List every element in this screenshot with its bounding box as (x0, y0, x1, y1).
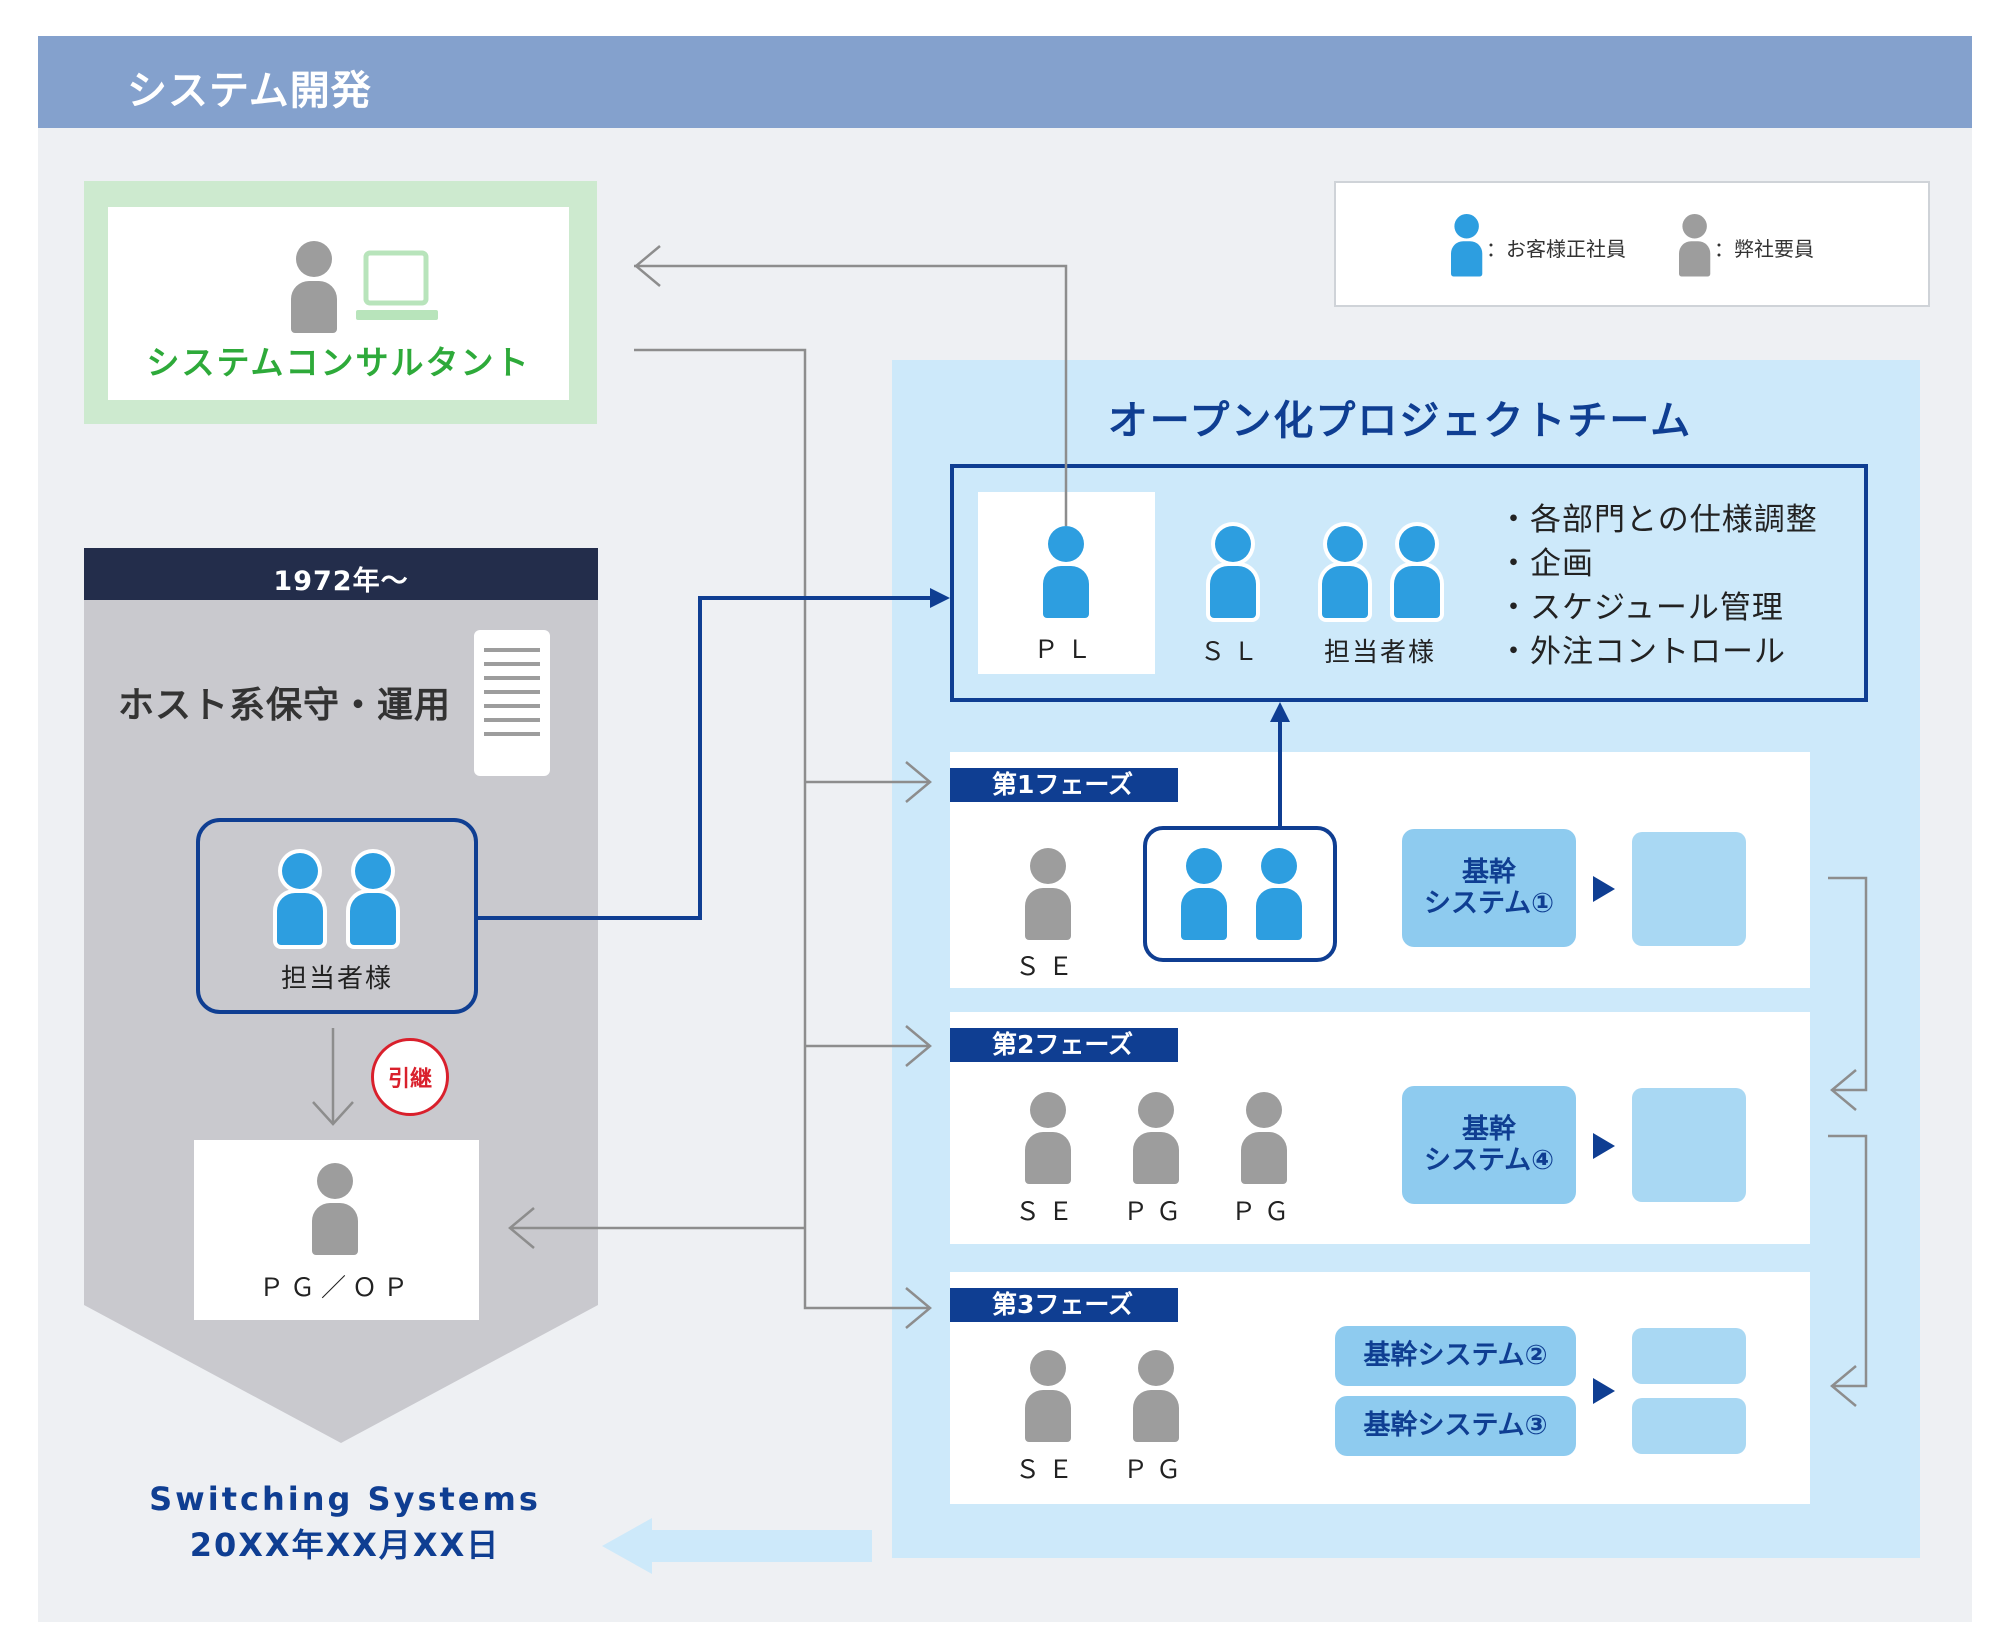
host-period-label: 1972年～ (273, 566, 409, 597)
phase-2-role-label: ＰＧ (1122, 1197, 1189, 1226)
footer-line-1: Switching Systems (149, 1480, 541, 1518)
host-staff-icon-1 (277, 853, 323, 945)
host-title: ホスト系保守・運用 (118, 685, 452, 726)
footer-line-2: 20XX年XX月XX日 (189, 1526, 501, 1564)
phase-2-output (1632, 1088, 1746, 1202)
legend-ours-icon (1679, 214, 1711, 277)
phase-1-se-icon (1025, 848, 1071, 940)
phase-2-pg-icon-2 (1241, 1092, 1287, 1184)
phase-1-system-label: 基幹 システム① (1423, 856, 1555, 919)
arrow-head-icon (1830, 1069, 1857, 1111)
team-task-item: ・企画 (1498, 546, 1594, 582)
team-task-item: ・外注コントロール (1498, 634, 1786, 670)
phase-2-arrow-icon (1593, 1133, 1615, 1159)
phase-2-role-label: ＰＧ (1230, 1197, 1297, 1226)
host-staff-box (196, 818, 478, 1014)
phase-3-output-1 (1632, 1328, 1746, 1384)
arrow-head-icon (312, 1101, 354, 1126)
sl-person-icon (1210, 526, 1256, 618)
legend-customer-icon (1451, 214, 1483, 277)
consultant-label: システムコンサルタント (146, 343, 531, 382)
arrow-head-icon (1270, 702, 1290, 722)
phase-3-system-label: 基幹システム② (1363, 1340, 1548, 1372)
phase-3-role-label: ＰＧ (1122, 1455, 1189, 1484)
arrow-head-icon (634, 245, 661, 287)
host-staff-label: 担当者様 (280, 964, 393, 994)
timeline-arrow-icon (602, 1518, 652, 1574)
phase-1-tag: 第1フェーズ (950, 768, 1178, 802)
phase-1-customer-icon-2 (1256, 848, 1302, 940)
consultant-card (108, 207, 569, 400)
consultant-to-phases-line (634, 348, 930, 1310)
host-to-team-line (478, 596, 930, 920)
phase-1-customer-box (1143, 826, 1337, 962)
arrow-head-icon (1830, 1365, 1857, 1407)
team-task-item: ・スケジュール管理 (1498, 590, 1784, 626)
phase-1-role-label: ＳＥ (1014, 952, 1081, 981)
team-staff-icon-1 (1322, 526, 1368, 618)
document-icon (474, 630, 550, 776)
arrow-head-icon (930, 588, 950, 608)
phase-3-se-icon (1025, 1350, 1071, 1442)
host-staff-icon-2 (350, 853, 396, 945)
phase-2-role-label: ＳＥ (1014, 1197, 1081, 1226)
phase-3-arrow-icon (1593, 1378, 1615, 1404)
arrow-head-icon (508, 1207, 535, 1249)
pl-to-consultant-arrow-icon (634, 264, 1068, 526)
consultant-person-icon (291, 241, 337, 333)
team-title: オープン化プロジェクトチーム (1107, 398, 1693, 444)
pgop-person-icon (312, 1163, 358, 1255)
phase-3-role-label: ＳＥ (1014, 1455, 1081, 1484)
arrow-head-icon (905, 1287, 932, 1329)
phase-3-system-label: 基幹システム③ (1363, 1410, 1548, 1442)
pl-label: ＰＬ (1033, 635, 1100, 664)
handover-badge-label: 引継 (387, 1067, 432, 1092)
phase-2-system: 基幹 システム④ (1402, 1086, 1576, 1204)
pgop-label: ＰＧ／ＯＰ (258, 1273, 414, 1302)
laptop-icon (356, 250, 438, 320)
phase-2-se-icon (1025, 1092, 1071, 1184)
arrow-head-icon (905, 1025, 932, 1067)
pl-person-icon (1043, 526, 1089, 618)
phase-2-to-3-line (1828, 1134, 1868, 1388)
phase-2-system-label: 基幹 システム④ (1423, 1113, 1555, 1176)
phase-3-output-2 (1632, 1398, 1746, 1454)
timeline-arrow-shaft (650, 1530, 872, 1562)
header-bar (38, 36, 1972, 128)
phase-3-system-1: 基幹システム② (1335, 1326, 1576, 1386)
phase-2-pg-icon-1 (1133, 1092, 1179, 1184)
legend (1334, 181, 1930, 307)
team-staff-label: 担当者様 (1323, 638, 1436, 668)
phase-1-customer-icon-1 (1181, 848, 1227, 940)
phase-3-system-2: 基幹システム③ (1335, 1396, 1576, 1456)
team-staff-icon-2 (1394, 526, 1440, 618)
handover-badge (371, 1038, 449, 1116)
phase-3-pg-icon (1133, 1350, 1179, 1442)
phase-2-tag: 第2フェーズ (950, 1028, 1178, 1062)
phase-1-arrow-icon (1593, 876, 1615, 902)
sl-label: ＳＬ (1199, 637, 1266, 666)
team-task-list: ・各部門との仕様調整 ・企画 ・スケジュール管理 ・外注コントロール (1498, 498, 1818, 674)
phase-1-output (1632, 832, 1746, 946)
arrow-head-icon (905, 761, 932, 803)
phase-1-system: 基幹 システム① (1402, 829, 1576, 947)
legend-ours-label: ：弊社要員 (1714, 237, 1814, 261)
page-title: システム開発 (127, 68, 372, 114)
phase-3-tag: 第3フェーズ (950, 1288, 1178, 1322)
phase-1-to-2-line (1828, 876, 1868, 1092)
legend-customer-label: ：お客様正社員 (1486, 237, 1626, 261)
team-task-item: ・各部門との仕様調整 (1498, 502, 1818, 538)
